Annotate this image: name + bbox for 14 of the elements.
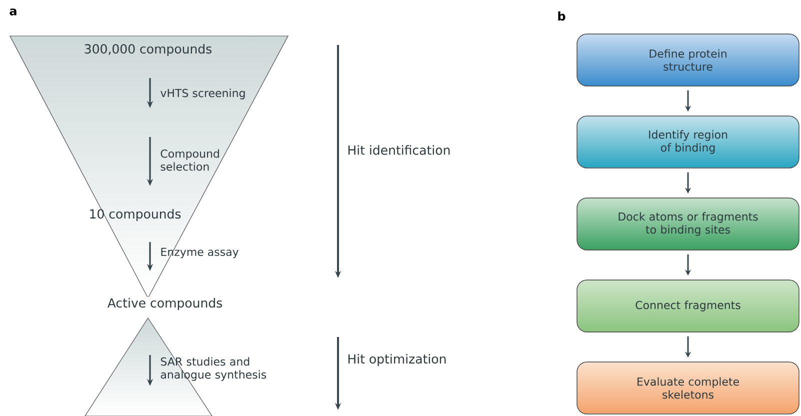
panel-letter: b — [558, 11, 566, 21]
process-box: Connect fragments — [576, 280, 800, 332]
panel-letter: a — [10, 8, 16, 16]
phase-label: Hit identification — [348, 145, 450, 155]
process-box: Evaluate complete skeletons — [576, 362, 800, 414]
step-label: vHTS screening — [160, 88, 245, 100]
step-label: Compound selection — [160, 149, 219, 171]
process-box: Define protein structure — [576, 34, 800, 86]
stage-label: Active compounds — [106, 296, 224, 312]
process-box: Identify region of binding — [576, 116, 800, 168]
phase-label: Hit optimization — [348, 354, 446, 366]
process-box: Dock atoms or fragments to binding sites — [576, 198, 800, 250]
count-label: 10 compounds — [90, 208, 181, 222]
count-label: 300,000 compounds — [84, 44, 212, 56]
